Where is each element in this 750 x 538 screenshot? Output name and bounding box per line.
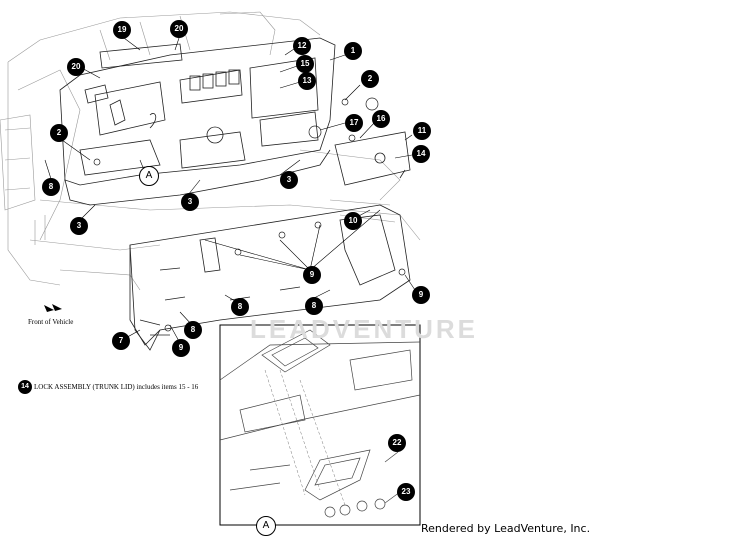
callout-9: 9 — [412, 286, 430, 304]
callout-20: 20 — [170, 20, 188, 38]
callout-8: 8 — [42, 178, 60, 196]
callout-8: 8 — [305, 297, 323, 315]
callout-1: 1 — [344, 42, 362, 60]
callout-2: 2 — [50, 124, 68, 142]
callout-3: 3 — [181, 193, 199, 211]
callout-10: 10 — [344, 212, 362, 230]
callout-2: 2 — [361, 70, 379, 88]
callout-12: 12 — [293, 37, 311, 55]
detail-a-box — [219, 324, 421, 526]
callout-20: 20 — [67, 58, 85, 76]
callout-13: 13 — [298, 72, 316, 90]
fasteners — [93, 97, 406, 332]
watermark: LEADVENTURE — [250, 314, 479, 344]
callout-8: 8 — [231, 298, 249, 316]
front-of-vehicle-label: Front of Vehicle — [28, 318, 74, 326]
callout-22: 22 — [388, 434, 406, 452]
leader-lines — [44, 34, 416, 344]
dash-panel — [59, 37, 336, 206]
callout-3: 3 — [70, 217, 88, 235]
callout-9: 9 — [172, 339, 190, 357]
reference-letter-a: A — [256, 516, 276, 536]
access-cover — [334, 131, 411, 186]
note-callout: 14 — [18, 380, 32, 394]
callout-15: 15 — [296, 55, 314, 73]
callout-9: 9 — [303, 266, 321, 284]
callout-16: 16 — [372, 110, 390, 128]
note-text: LOCK ASSEMBLY (TRUNK LID) includes items… — [34, 383, 199, 391]
callout-7: 7 — [112, 332, 130, 350]
front-arrow-icon — [44, 304, 62, 312]
callout-23: 23 — [397, 483, 415, 501]
assembly-note: 14 LOCK ASSEMBLY (TRUNK LID) includes it… — [18, 380, 198, 394]
callout-8: 8 — [184, 321, 202, 339]
callout-3: 3 — [280, 171, 298, 189]
rendered-by-credit: Rendered by LeadVenture, Inc. — [421, 522, 591, 535]
callout-19: 19 — [113, 21, 131, 39]
callout-17: 17 — [345, 114, 363, 132]
reference-letter-a: A — [139, 166, 159, 186]
callout-11: 11 — [413, 122, 431, 140]
callout-14: 14 — [412, 145, 430, 163]
